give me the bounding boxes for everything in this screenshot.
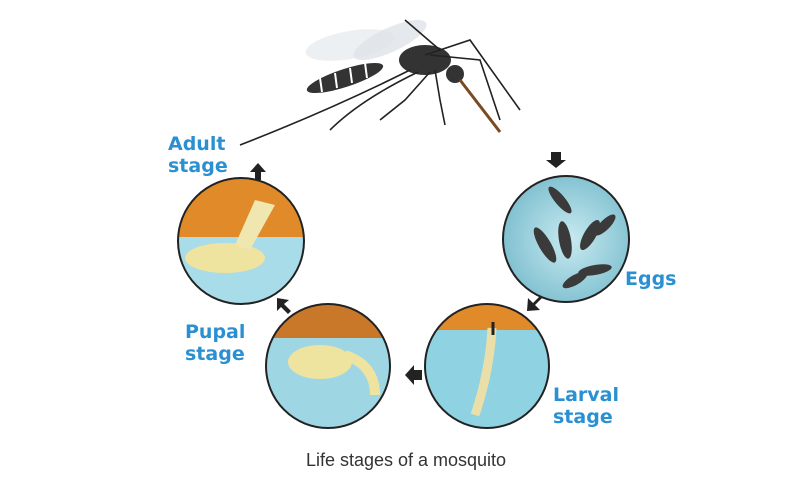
pupal-stage-circle	[266, 304, 390, 428]
diagram-caption: Life stages of a mosquito	[305, 450, 507, 470]
adult-stage-circle	[178, 178, 304, 304]
label-line: Larval	[553, 384, 620, 406]
arrow-to-eggs-icon	[546, 152, 566, 168]
label-line: Adult	[168, 133, 226, 155]
label-line: Pupal	[185, 321, 246, 343]
eggs-circle	[503, 176, 629, 302]
arrow-up-adult-icon	[250, 163, 266, 180]
label-line: Eggs	[625, 268, 677, 290]
cycle-arrows	[250, 152, 566, 385]
label-line: stage	[553, 406, 613, 428]
arrow-to-adult-icon	[277, 298, 291, 314]
label-line: stage	[185, 343, 245, 365]
label-line: stage	[168, 155, 228, 177]
adult-mosquito-illustration	[239, 19, 521, 146]
larval-stage-circle	[425, 304, 549, 428]
arrow-to-pupal-icon	[405, 365, 422, 385]
arrow-to-larval-icon	[527, 296, 542, 311]
label-eggs: Eggs	[625, 268, 677, 290]
